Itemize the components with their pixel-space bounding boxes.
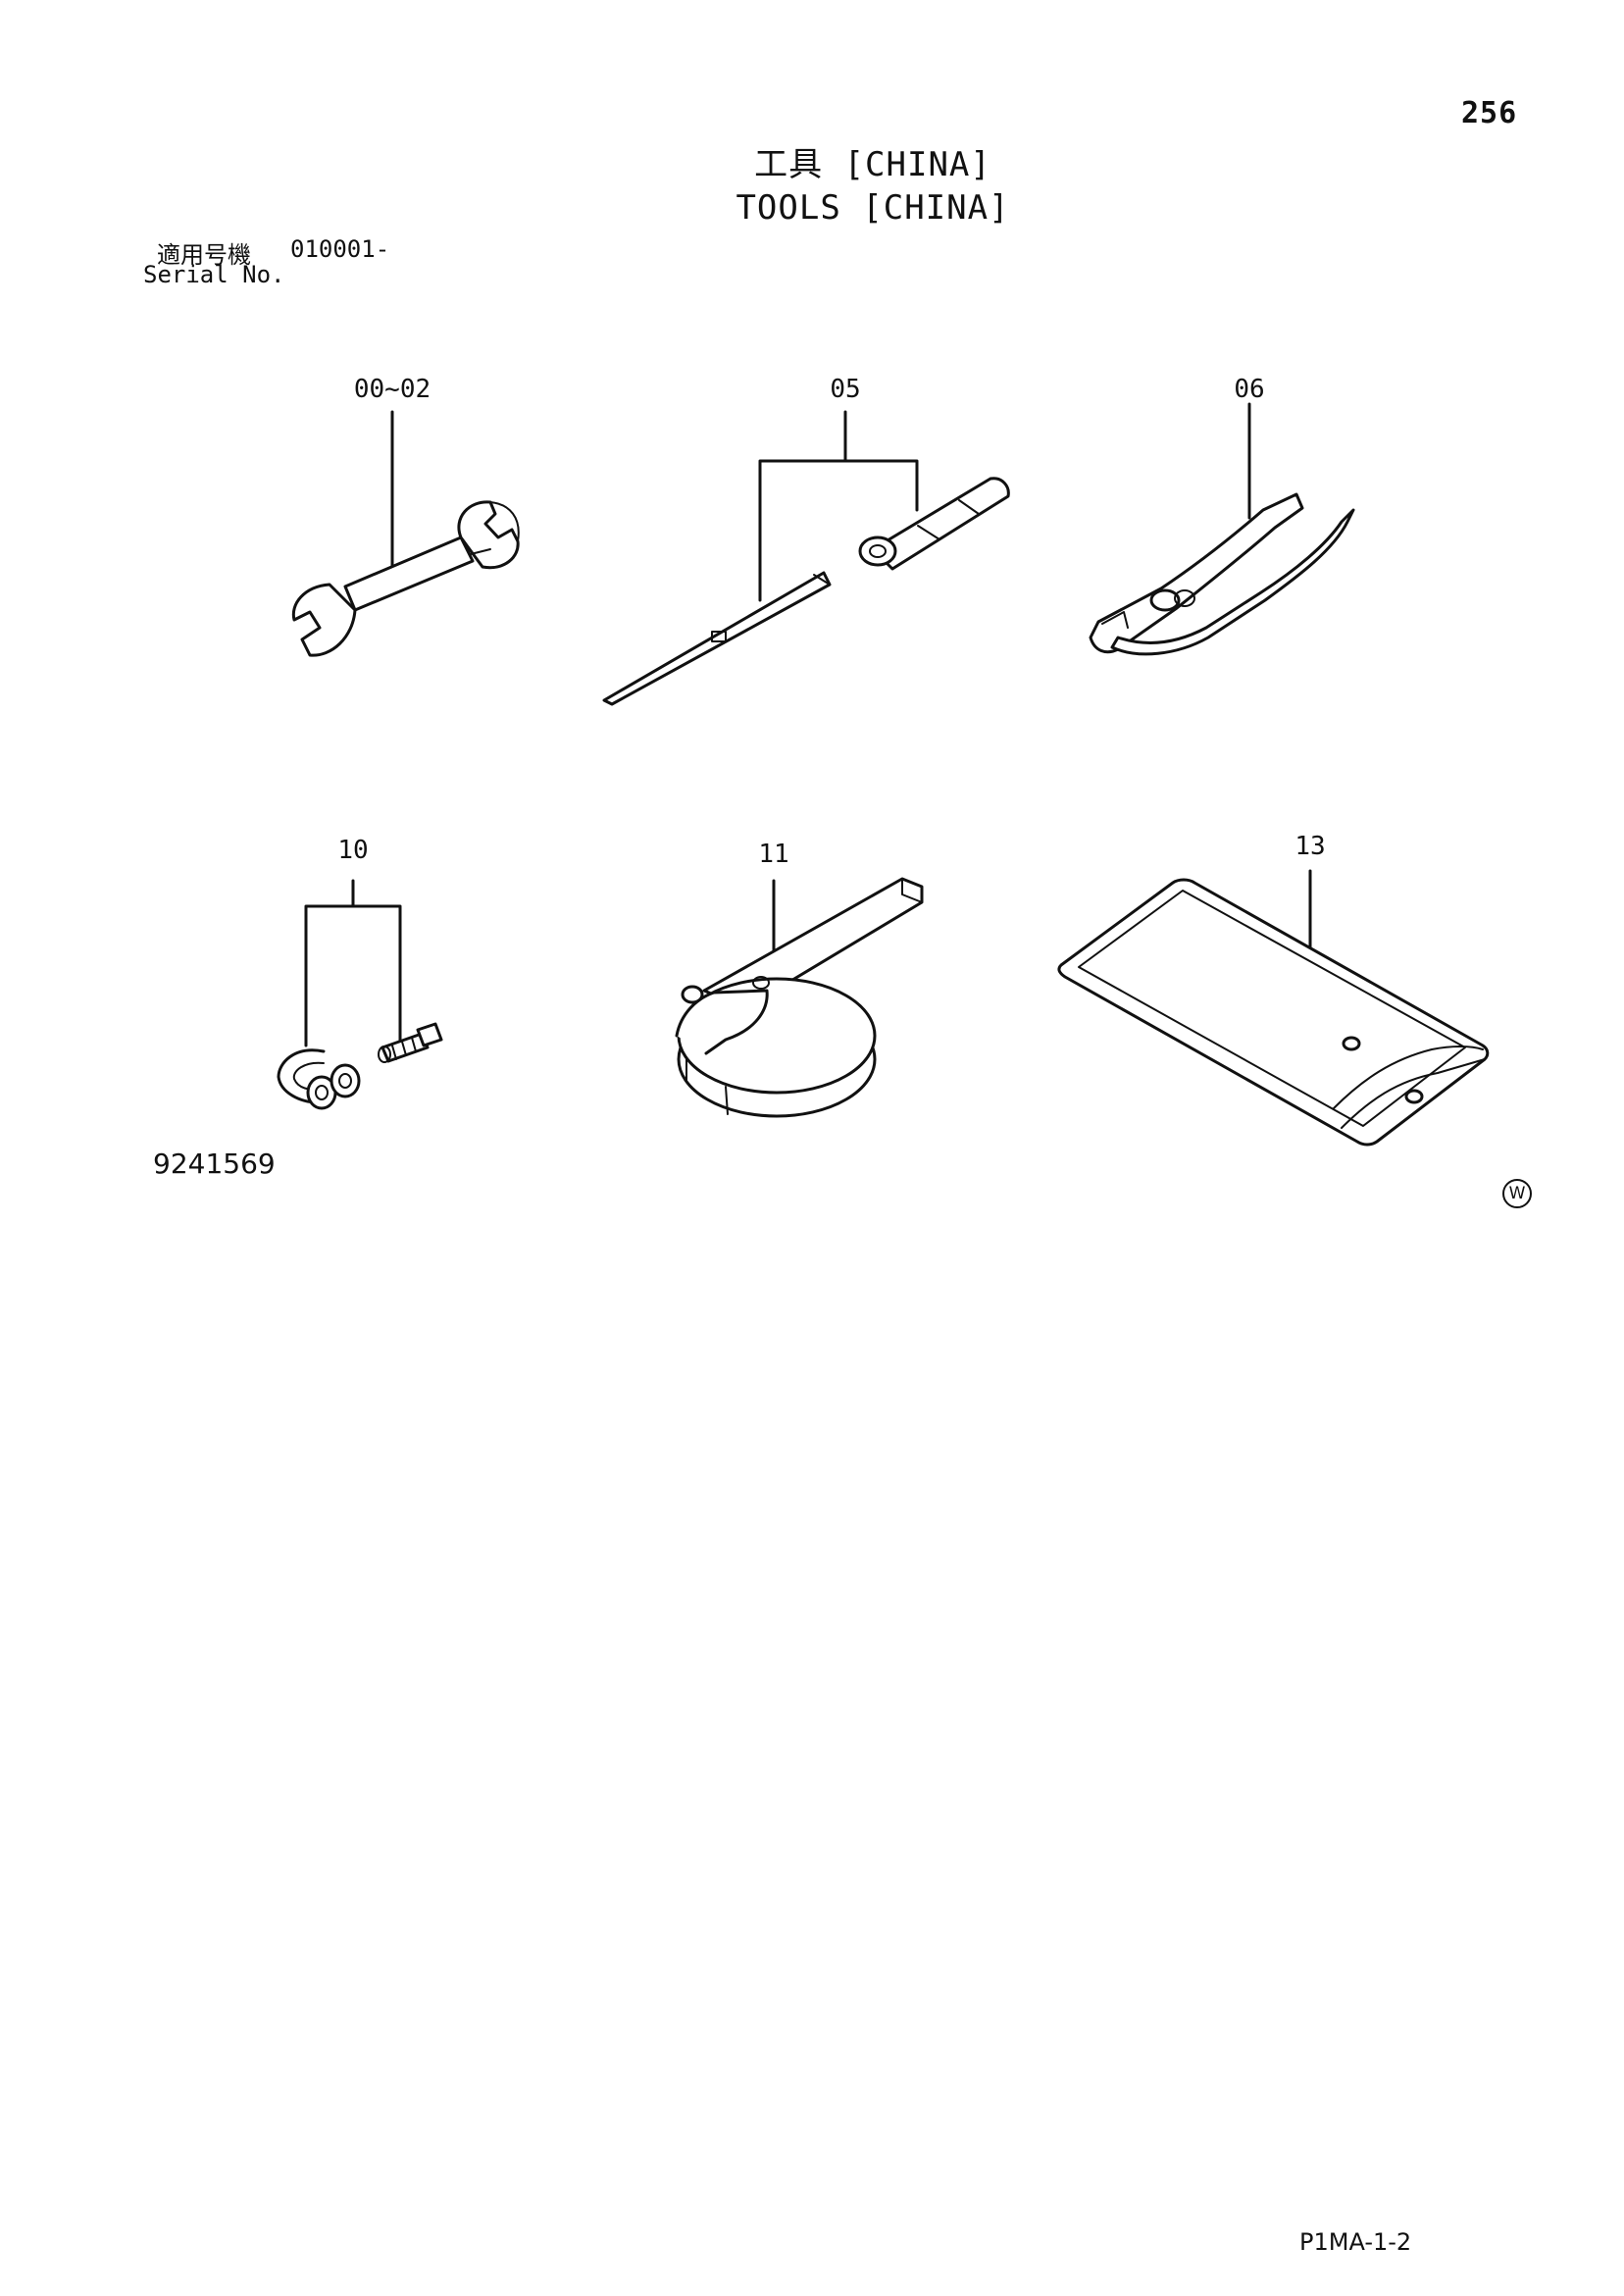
tool-bag-drawing: [1057, 878, 1490, 1147]
pliers-drawing: [1089, 492, 1355, 656]
callout-shackle: 10: [337, 836, 369, 865]
callout-filter-wrench: 11: [758, 840, 789, 869]
page-title-japanese: 工具 [CHINA]: [754, 145, 991, 184]
screwdriver-drawing: [602, 477, 1010, 706]
callout-wrench: 00~02: [353, 375, 431, 404]
figure-number: 9241569: [153, 1148, 276, 1180]
serial-label-japanese: 適用号機: [157, 241, 251, 269]
callout-screwdriver: 05: [830, 375, 861, 404]
serial-label-english: Serial No.: [143, 261, 285, 288]
page-number: 256: [1461, 96, 1518, 130]
shackle-drawing: [277, 1022, 443, 1110]
serial-number-value: 010001-: [290, 235, 390, 263]
page-title-english: TOOLS [CHINA]: [736, 188, 1010, 228]
page-code: P1MA-1-2: [1299, 2228, 1412, 2256]
filter-wrench-drawing: [675, 877, 924, 1118]
wrench-drawing: [291, 500, 520, 657]
callout-tool-bag: 13: [1294, 832, 1326, 861]
circled-w-mark: W: [1502, 1179, 1532, 1208]
callout-pliers: 06: [1234, 375, 1265, 404]
